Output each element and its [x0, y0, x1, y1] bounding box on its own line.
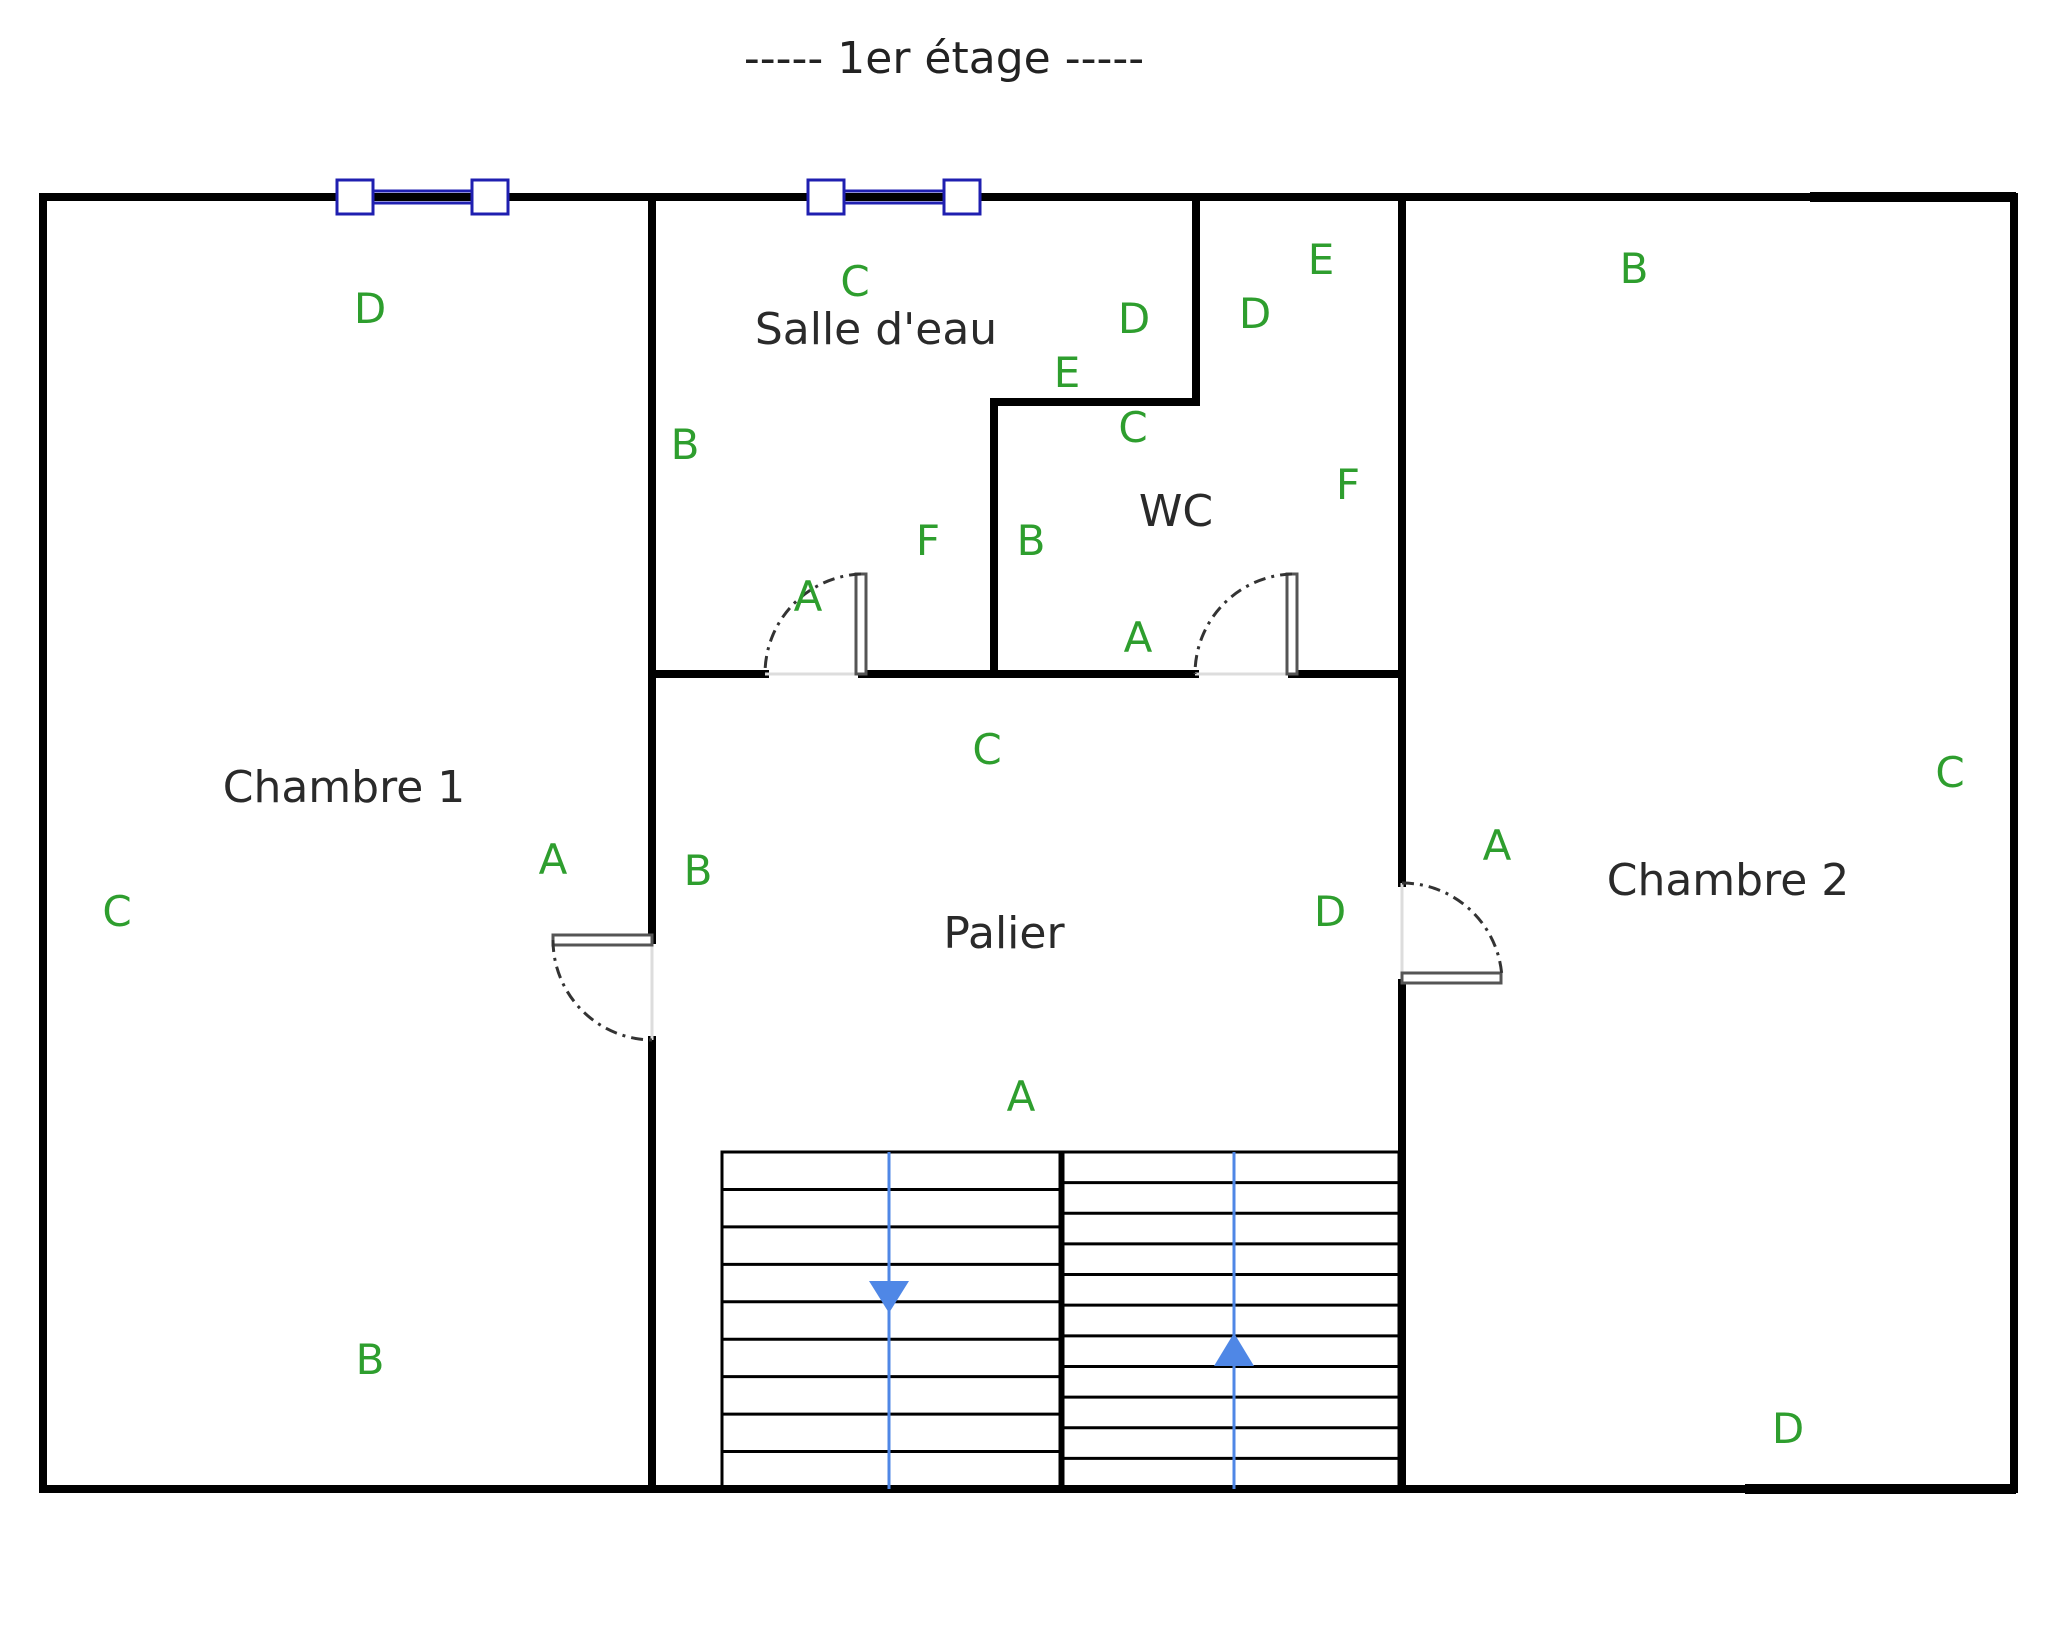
wall-label: A: [1124, 613, 1153, 662]
wall-label: A: [539, 835, 568, 884]
door-chambre1: [551, 933, 654, 1042]
wall-label: A: [1483, 821, 1512, 870]
wall-label: C: [972, 725, 1001, 774]
wall-label: F: [1336, 460, 1360, 509]
wall-label: A: [1007, 1072, 1036, 1121]
wall-label: D: [1772, 1404, 1804, 1453]
stair-up-arrow: [1214, 1333, 1254, 1366]
wall-label: C: [840, 257, 869, 306]
room-label-palier: Palier: [943, 908, 1065, 959]
wall-label: C: [102, 887, 131, 936]
staircase: [720, 1150, 1401, 1491]
wall-label: E: [1308, 235, 1335, 284]
interior-walls: [648, 193, 1406, 1493]
wall-label: D: [1118, 294, 1150, 343]
door-chambre2: [1400, 881, 1504, 985]
window-chambre1: [335, 178, 510, 216]
room-label-chambre2: Chambre 2: [1607, 855, 1850, 906]
door-wc: [1193, 572, 1299, 676]
wall-label: B: [1620, 244, 1649, 293]
wall-label: E: [1054, 348, 1081, 397]
wall-label: D: [1239, 289, 1271, 338]
wall-label: A: [794, 572, 823, 621]
window-salle-deau: [806, 178, 982, 216]
room-label-salle-deau: Salle d'eau: [755, 304, 997, 355]
wall-label: C: [1118, 403, 1147, 452]
door-salle-deau: [763, 572, 868, 676]
wall-label: B: [356, 1335, 385, 1384]
floor-title: ----- 1er étage -----: [744, 33, 1144, 84]
wall-label: C: [1935, 748, 1964, 797]
room-label-wc: WC: [1139, 486, 1213, 537]
wall-label: F: [916, 516, 940, 565]
wall-label: D: [1314, 887, 1346, 936]
stair-down-arrow: [869, 1281, 909, 1313]
wall-label: D: [354, 284, 386, 333]
wall-label: B: [1017, 516, 1046, 565]
wall-label: B: [671, 420, 700, 469]
outer-walls: [39, 192, 2018, 1494]
wall-label: B: [684, 846, 713, 895]
room-label-chambre1: Chambre 1: [223, 762, 466, 813]
